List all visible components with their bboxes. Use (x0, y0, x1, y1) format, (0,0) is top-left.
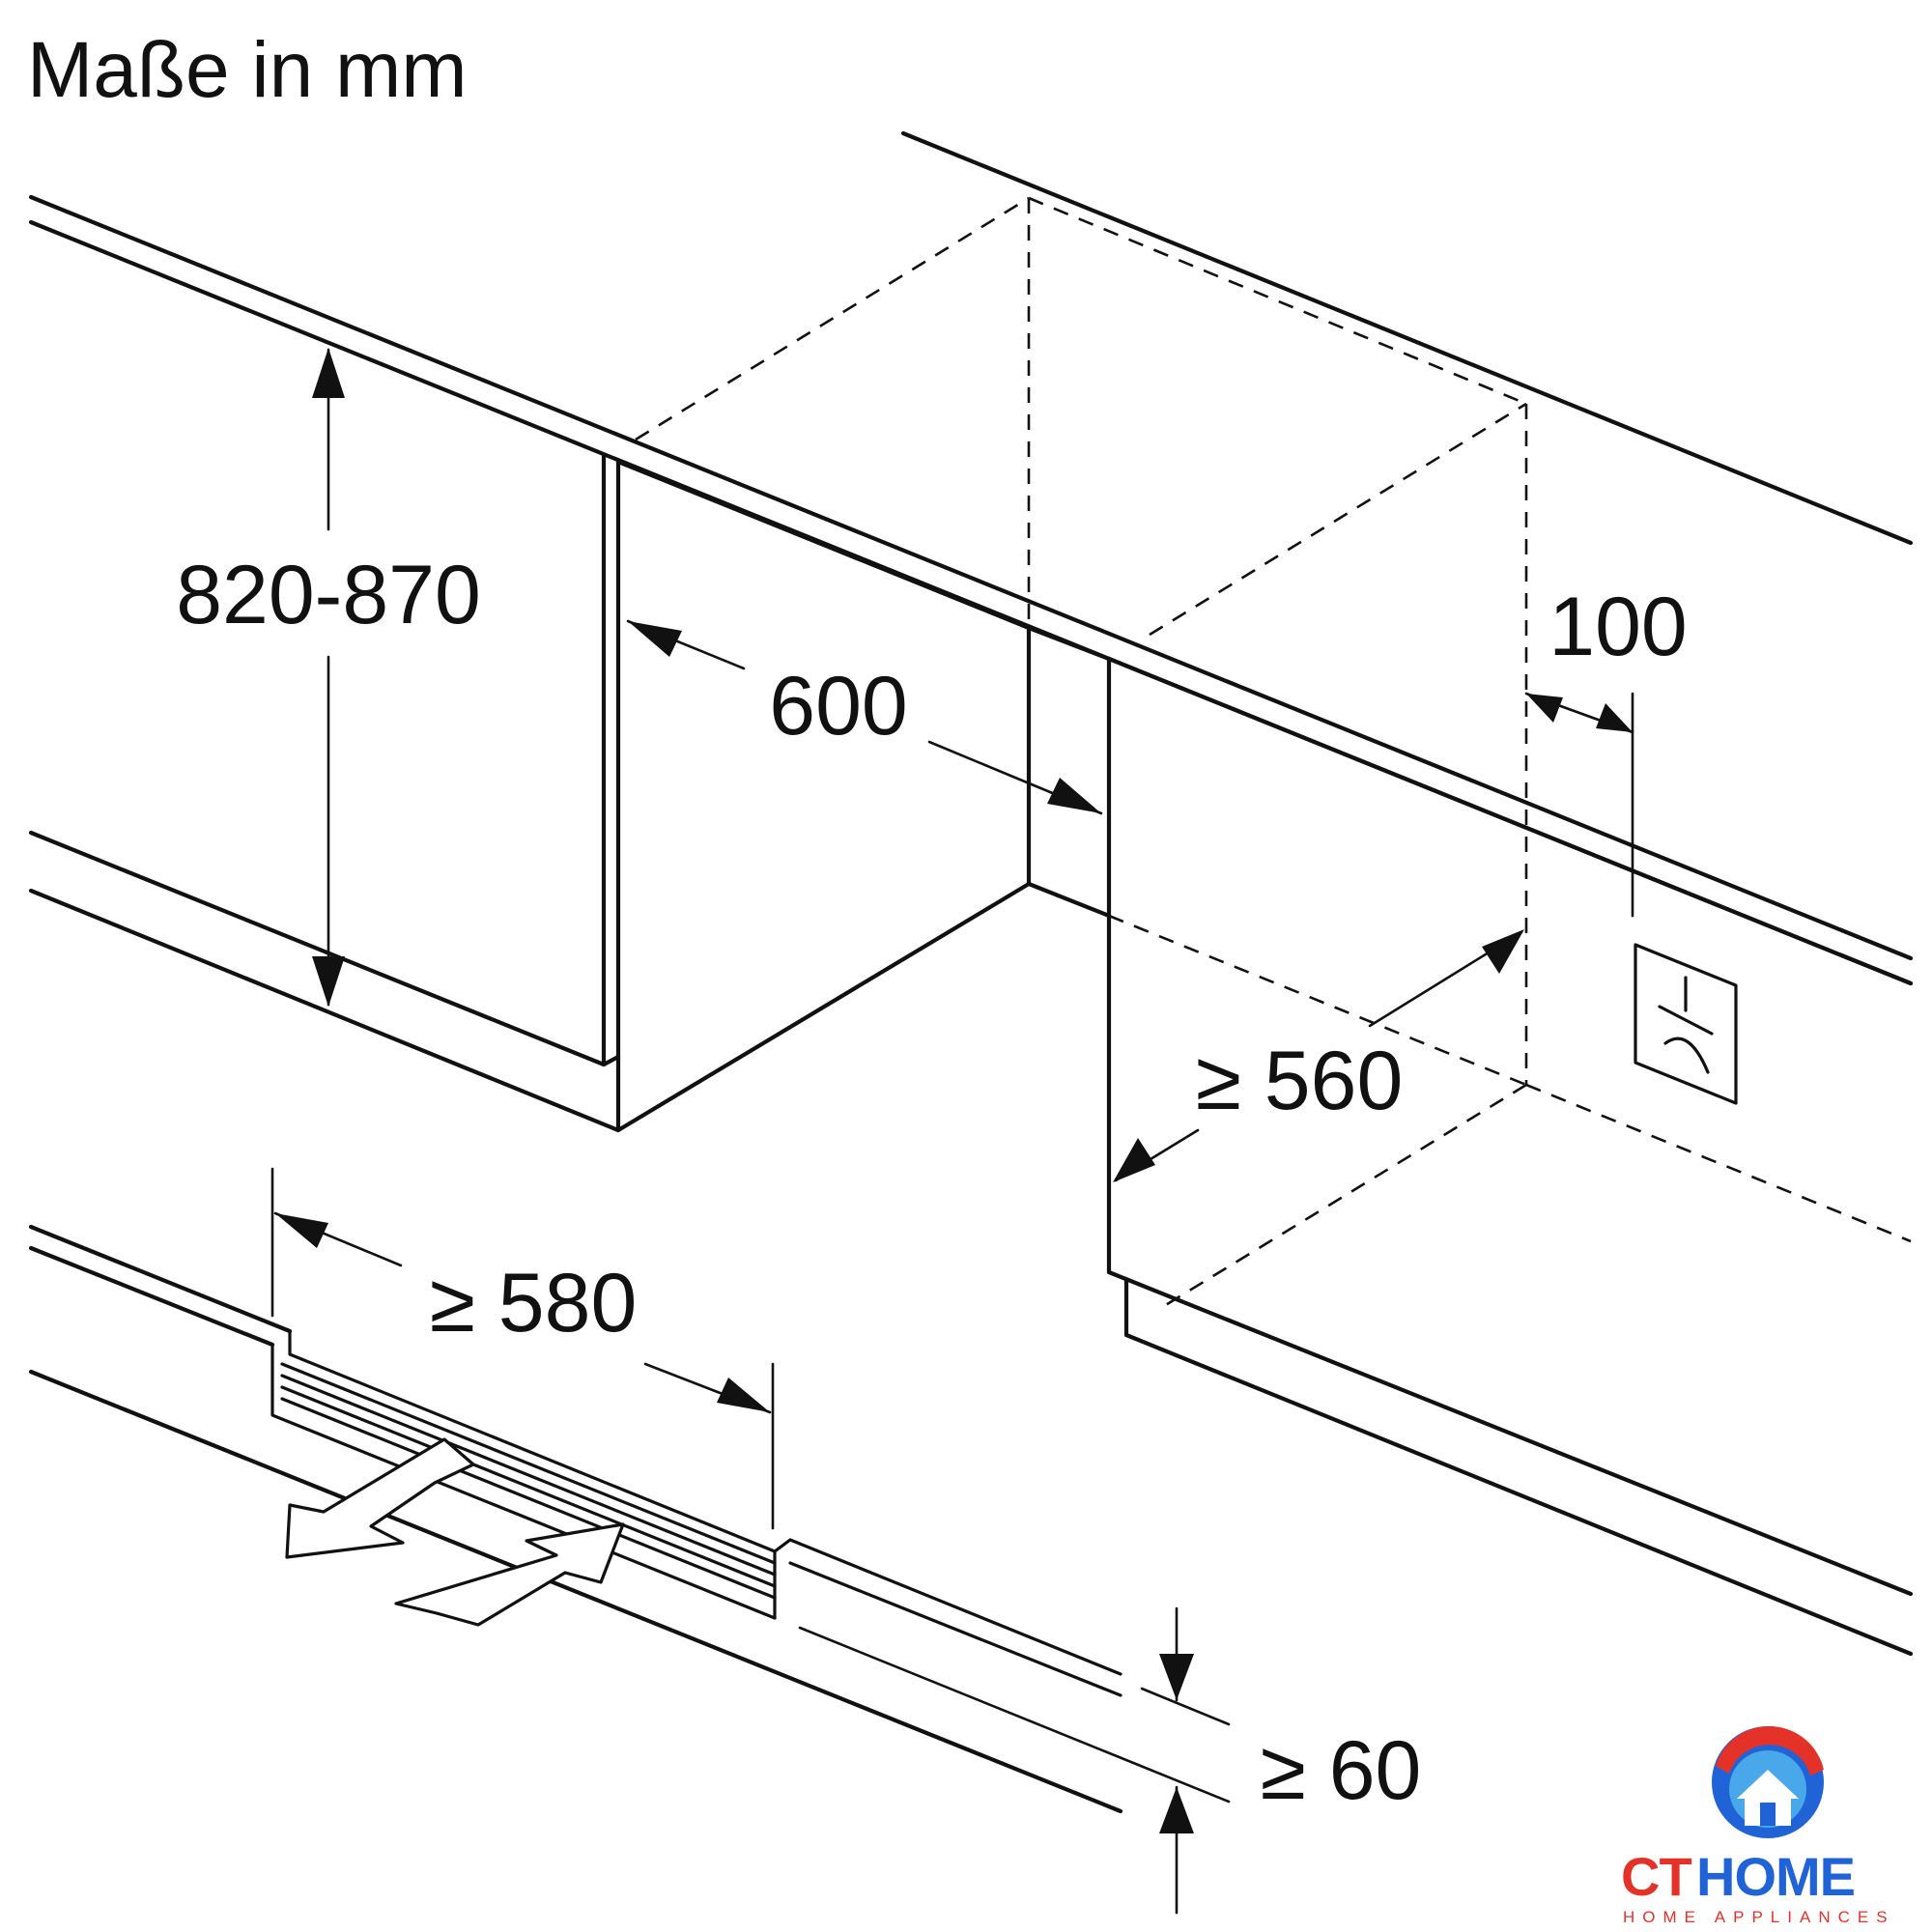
label-niche-width: 600 (769, 660, 908, 753)
dimension-niche-depth (1113, 929, 1524, 1182)
airflow-in-arrow-icon (394, 1522, 625, 1627)
brand-logo: CT HOME HOME APPLIANCES (1621, 1725, 1895, 1926)
logo-brand-ct: CT (1621, 1846, 1691, 1907)
label-niche-height: 820-870 (176, 549, 481, 641)
label-niche-depth: ≥ 560 (1196, 1035, 1404, 1127)
dimension-niche-width (626, 619, 1103, 815)
left-cabinet (28, 453, 621, 1133)
ventilation-grille (280, 1362, 777, 1600)
house-logo-icon (1712, 1725, 1824, 1838)
label-vent-height: ≥ 60 (1261, 1724, 1422, 1817)
diagram-title: Maße in mm (27, 26, 468, 114)
dimension-niche-height (312, 348, 345, 1007)
label-vent-width: ≥ 580 (430, 1257, 638, 1350)
logo-brand-home: HOME (1696, 1846, 1855, 1907)
dimension-socket-offset (1524, 692, 1634, 918)
logo-tagline: HOME APPLIANCES (1623, 1908, 1895, 1926)
appliance-outline-dashed (635, 196, 1912, 1308)
label-socket-offset: 100 (1548, 581, 1688, 673)
niche-walls (615, 459, 1112, 1133)
dimension-vent-width (270, 1167, 775, 1530)
power-socket-icon (1634, 943, 1738, 1105)
right-cabinet (1026, 625, 1914, 1657)
dimension-vent-height (798, 1606, 1231, 1915)
airflow-out-arrow-icon (285, 1437, 475, 1559)
